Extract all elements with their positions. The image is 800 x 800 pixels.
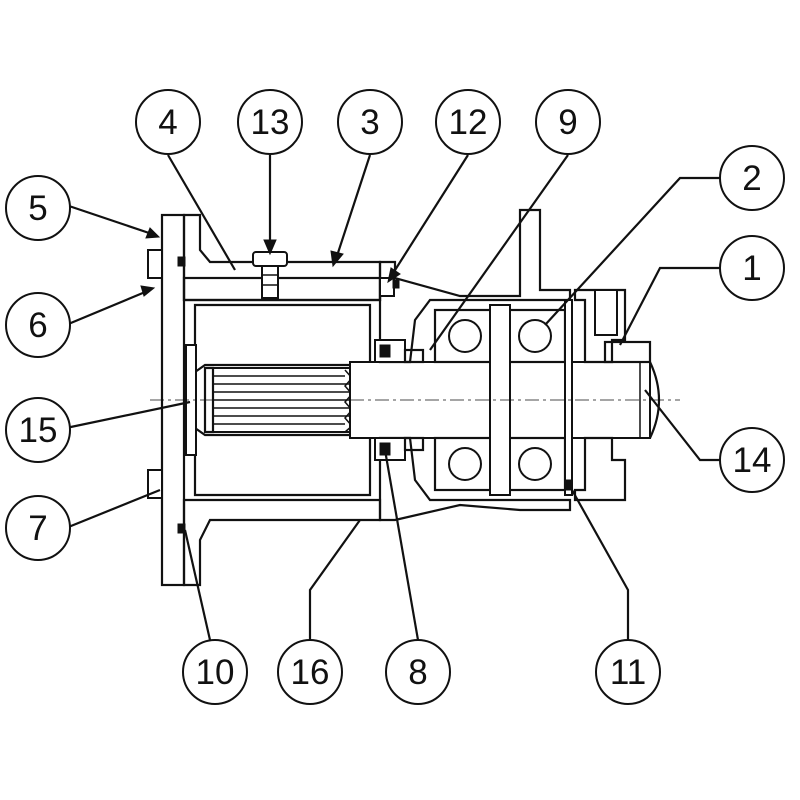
callout-12: 12 [435, 89, 501, 155]
callout-6: 6 [5, 292, 71, 358]
svg-text:6: 6 [28, 306, 47, 345]
svg-text:3: 3 [360, 103, 379, 142]
callout-4: 4 [135, 89, 201, 155]
svg-text:9: 9 [558, 103, 577, 142]
callout-9: 9 [535, 89, 601, 155]
callout-15: 15 [5, 397, 71, 463]
housing-screw [379, 277, 395, 297]
bearing-housing-lower [378, 436, 572, 522]
rear-bolt [594, 289, 618, 336]
callout-14: 14 [719, 427, 785, 493]
callout-11: 11 [595, 639, 661, 705]
svg-text:16: 16 [291, 653, 330, 692]
shaft-seal [374, 339, 425, 461]
svg-text:1: 1 [742, 249, 761, 288]
svg-text:7: 7 [28, 509, 47, 548]
callout-5: 5 [5, 175, 71, 241]
callout-2: 2 [719, 145, 785, 211]
callout-8: 8 [385, 639, 451, 705]
cam-screw [252, 251, 288, 299]
svg-text:8: 8 [408, 653, 427, 692]
svg-text:12: 12 [449, 103, 488, 142]
svg-text:5: 5 [28, 189, 47, 228]
callout-10: 10 [182, 639, 248, 705]
circlip [564, 299, 573, 496]
svg-text:2: 2 [742, 159, 761, 198]
svg-text:14: 14 [733, 441, 772, 480]
impeller-upper [193, 303, 372, 375]
leader-lines [65, 154, 720, 641]
callout-13: 13 [237, 89, 303, 155]
callout-16: 16 [277, 639, 343, 705]
bearing-housing-upper [378, 208, 572, 364]
shaft-key [603, 340, 652, 364]
svg-text:4: 4 [158, 103, 177, 142]
impeller-lower [193, 425, 372, 497]
callout-7: 7 [5, 495, 71, 561]
pump-assembly [147, 208, 680, 587]
pump-housing-bottom [182, 498, 382, 587]
svg-text:10: 10 [196, 653, 235, 692]
rear-cover-lower [573, 436, 627, 502]
callout-1: 1 [719, 235, 785, 301]
svg-text:13: 13 [251, 103, 290, 142]
svg-text:15: 15 [19, 411, 58, 450]
wear-liner [182, 276, 382, 302]
callout-3: 3 [337, 89, 403, 155]
callouts: 4 13 3 12 9 5 2 1 [5, 89, 785, 705]
svg-text:11: 11 [610, 653, 646, 692]
